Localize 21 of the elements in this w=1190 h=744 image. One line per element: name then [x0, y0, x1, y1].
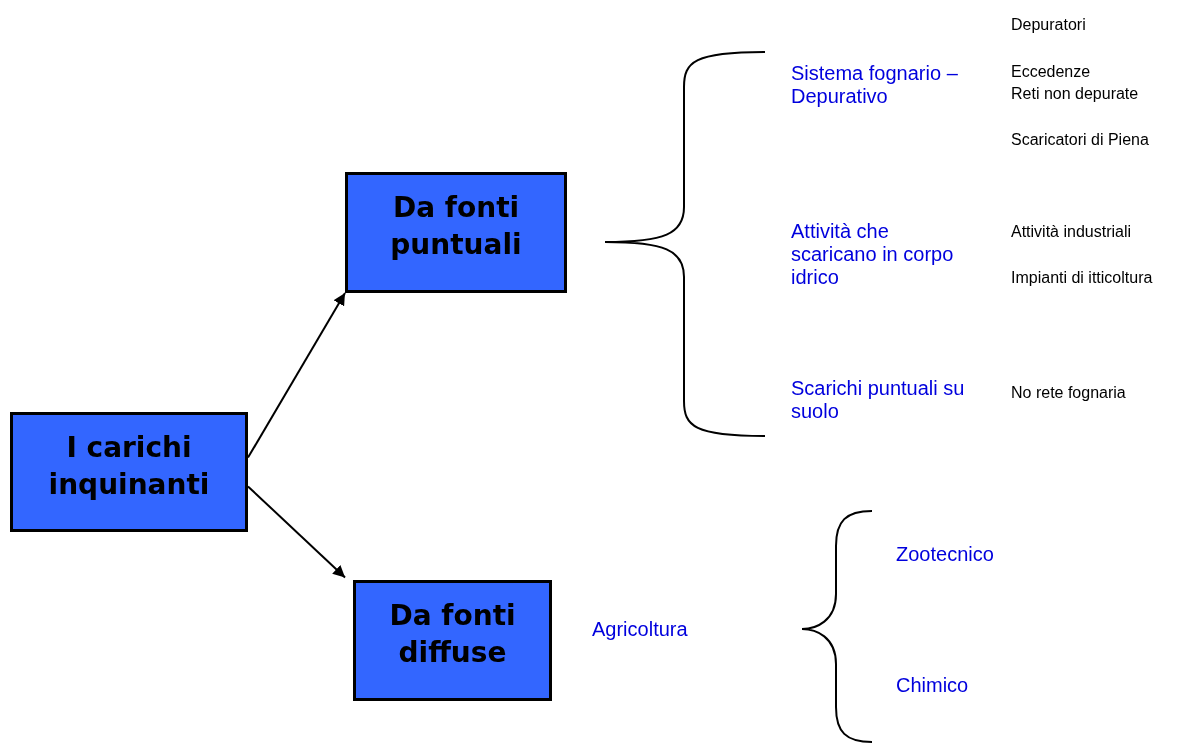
- item-label: Eccedenze: [1011, 62, 1091, 82]
- category-label: Sistema fognario – Depurativo: [791, 62, 959, 108]
- item-label: Reti non depurate: [1011, 84, 1139, 104]
- category-label: Attività che scaricano in corpo idrico: [791, 220, 955, 289]
- item-label: Impianti di itticoltura: [1011, 268, 1153, 288]
- process-box: [10, 412, 248, 532]
- box-title: Da fonti puntuali: [389, 190, 523, 263]
- item-label: Depuratori: [1011, 15, 1086, 35]
- item-label: Attività industriali: [1011, 222, 1132, 242]
- box-title: I carichi inquinanti: [47, 430, 211, 503]
- box-title: Da fonti diffuse: [388, 598, 517, 671]
- arrow: [247, 292, 346, 459]
- item-label: Scaricatori di Piena: [1011, 130, 1149, 150]
- category-label: Scarichi puntuali su suolo: [791, 377, 966, 423]
- item-label: No rete fognaria: [1011, 383, 1126, 403]
- process-box: [353, 580, 552, 701]
- category-label: Zootecnico: [896, 543, 994, 566]
- category-label: Agricoltura: [592, 618, 688, 641]
- process-box: [345, 172, 567, 293]
- arrow: [247, 485, 347, 579]
- category-label: Chimico: [896, 674, 969, 697]
